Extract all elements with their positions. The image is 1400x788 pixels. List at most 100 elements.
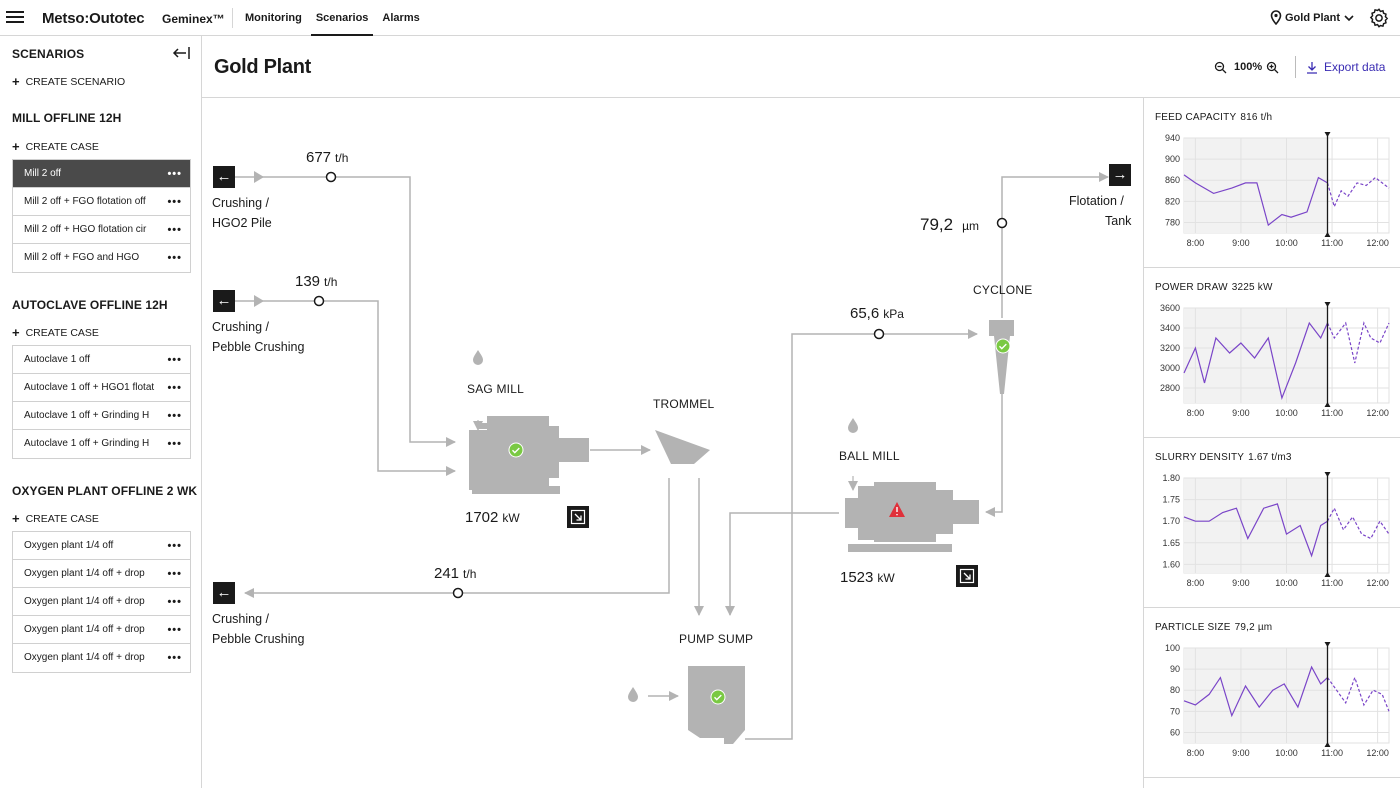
- case-label: Oxygen plant 1/4 off: [24, 540, 114, 551]
- nav-alarms[interactable]: Alarms: [382, 12, 420, 24]
- flow-line: [725, 512, 839, 616]
- case-item[interactable]: Mill 2 off + FGO and HGO •••: [13, 244, 190, 272]
- create-case-button[interactable]: +CREATE CASE: [12, 139, 99, 154]
- create-scenario-label: CREATE SCENARIO: [25, 76, 126, 88]
- particle-size-number: 79,2: [920, 215, 954, 234]
- chart-title-value: 1.67 t/m3: [1248, 452, 1292, 463]
- zoom-in-icon[interactable]: [1266, 61, 1279, 74]
- case-item[interactable]: Mill 2 off •••: [13, 160, 190, 188]
- case-label: Mill 2 off + FGO and HGO: [24, 252, 140, 263]
- chart-y-tick-label: 1.80: [1162, 473, 1180, 483]
- case-item[interactable]: Autoclave 1 off + Grinding H •••: [13, 402, 190, 430]
- gear-icon[interactable]: [1368, 7, 1390, 29]
- more-options-icon[interactable]: •••: [167, 652, 182, 664]
- chart-y-tick-label: 3400: [1160, 323, 1180, 333]
- case-item[interactable]: Autoclave 1 off + Grinding H •••: [13, 430, 190, 458]
- chart-series-history-line: [1183, 665, 1328, 718]
- expand-icon: [570, 509, 586, 525]
- pump-sump-equipment: [688, 666, 745, 744]
- chart-x-tick-label: 10:00: [1275, 238, 1298, 248]
- stream-label: Crushing /: [212, 320, 269, 334]
- stream-label: Pebble Crushing: [212, 632, 305, 646]
- product-name: Geminex™: [162, 12, 225, 26]
- case-label: Autoclave 1 off + Grinding H: [24, 410, 150, 421]
- case-label: Mill 2 off + FGO flotation off: [24, 196, 146, 207]
- chart-series-history-line: [1183, 503, 1328, 558]
- export-data-label: Export data: [1324, 60, 1386, 74]
- chart-title-label: PARTICLE SIZE: [1155, 622, 1231, 633]
- chart-title-value: 79,2 µm: [1234, 622, 1273, 633]
- case-item[interactable]: Oxygen plant 1/4 off •••: [13, 532, 190, 560]
- plant-selector[interactable]: Gold Plant: [1270, 10, 1355, 25]
- sag-mill-expand-button[interactable]: [567, 506, 589, 528]
- case-item[interactable]: Autoclave 1 off•••: [13, 346, 190, 374]
- chart-title-label: POWER DRAW: [1155, 282, 1228, 293]
- ball-mill-expand-button[interactable]: [956, 565, 978, 587]
- flow-line: [233, 176, 456, 447]
- stream-source-arrow-button[interactable]: ←: [213, 290, 235, 312]
- stream-flow-number: 241: [434, 565, 460, 582]
- more-options-icon[interactable]: •••: [167, 382, 182, 394]
- more-options-icon[interactable]: •••: [167, 596, 182, 608]
- more-options-icon[interactable]: •••: [167, 624, 182, 636]
- stream-source-arrow-button[interactable]: ←: [213, 166, 235, 188]
- case-list-oxygen-plant-offline: Oxygen plant 1/4 off ••• Oxygen plant 1/4…: [12, 531, 191, 673]
- chart-y-tick-label: 70: [1170, 706, 1180, 716]
- case-label: Autoclave 1 off + Grinding H: [24, 438, 150, 449]
- ball-mill-equipment: [845, 482, 979, 552]
- scenarios-sidebar: SCENARIOS +CREATE SCENARIO MILL OFFLINE …: [0, 36, 202, 788]
- more-options-icon[interactable]: •••: [167, 568, 182, 580]
- case-item[interactable]: Oxygen plant 1/4 off + drop•••: [13, 560, 190, 588]
- chart-y-tick-label: 900: [1165, 154, 1180, 164]
- more-options-icon[interactable]: •••: [167, 438, 182, 450]
- create-scenario-button[interactable]: +CREATE SCENARIO: [12, 74, 126, 89]
- case-item[interactable]: Oxygen plant 1/4 off + drop•••: [13, 644, 190, 672]
- top-bar: Metso:Outotec Geminex™ Monitoring Scenar…: [0, 0, 1400, 36]
- more-options-icon[interactable]: •••: [167, 196, 182, 208]
- more-options-icon[interactable]: •••: [167, 168, 182, 180]
- more-options-icon[interactable]: •••: [167, 224, 182, 236]
- collapse-panel-icon[interactable]: [172, 46, 192, 60]
- group-title-mill-offline: MILL OFFLINE 12H: [12, 111, 122, 125]
- cyclone-label: CYCLONE: [973, 283, 1033, 297]
- hamburger-menu-icon[interactable]: [6, 8, 24, 26]
- case-list-autoclave-offline: Autoclave 1 off••• Autoclave 1 off + HGO…: [12, 345, 191, 459]
- case-list-mill-offline: Mill 2 off ••• Mill 2 off + FGO flotation…: [12, 159, 191, 273]
- zoom-out-icon[interactable]: [1214, 61, 1227, 74]
- chart-x-tick-label: 10:00: [1275, 748, 1298, 758]
- zoom-level: 100%: [1234, 61, 1263, 73]
- ball-mill-power-number: 1523: [840, 569, 874, 586]
- create-case-button[interactable]: +CREATE CASE: [12, 325, 99, 340]
- flow-line: [985, 394, 1003, 517]
- nav-monitoring[interactable]: Monitoring: [245, 12, 302, 24]
- stream-return-arrow-button[interactable]: ←: [213, 582, 235, 604]
- more-options-icon[interactable]: •••: [167, 410, 182, 422]
- chart-y-tick-label: 1.60: [1162, 559, 1180, 569]
- chart-y-tick-label: 940: [1165, 133, 1180, 143]
- case-label: Mill 2 off: [24, 168, 62, 179]
- case-label: Mill 2 off + HGO flotation cir: [24, 224, 147, 235]
- case-item[interactable]: Autoclave 1 off + HGO1 flotat•••: [13, 374, 190, 402]
- more-options-icon[interactable]: •••: [167, 252, 182, 264]
- chart-now-marker-top: [1324, 302, 1331, 307]
- create-case-button[interactable]: +CREATE CASE: [12, 511, 99, 526]
- water-drop-icon: [473, 350, 483, 365]
- chart-y-tick-label: 100: [1165, 643, 1180, 653]
- case-item[interactable]: Mill 2 off + HGO flotation cir •••: [13, 216, 190, 244]
- outlet-arrow-button[interactable]: →: [1109, 164, 1131, 186]
- case-item[interactable]: Mill 2 off + FGO flotation off •••: [13, 188, 190, 216]
- case-item[interactable]: Oxygen plant 1/4 off + drop•••: [13, 616, 190, 644]
- nav-scenarios[interactable]: Scenarios: [310, 0, 374, 36]
- case-item[interactable]: Oxygen plant 1/4 off + drop•••: [13, 588, 190, 616]
- more-options-icon[interactable]: •••: [167, 354, 182, 366]
- export-data-button[interactable]: Export data: [1306, 60, 1385, 74]
- more-options-icon[interactable]: •••: [167, 540, 182, 552]
